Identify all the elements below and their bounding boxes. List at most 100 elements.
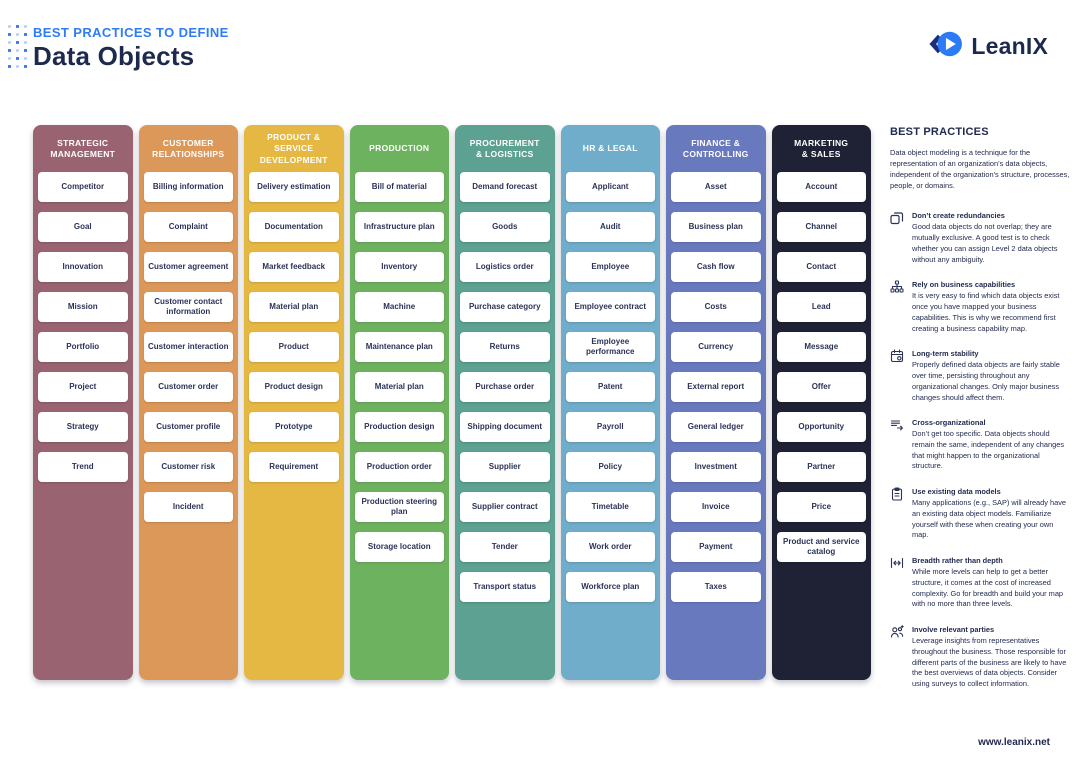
data-object-card: Trend — [38, 452, 128, 482]
data-object-card: Timetable — [565, 492, 655, 522]
data-object-card: Returns — [460, 332, 550, 362]
data-object-card: Currency — [671, 332, 761, 362]
data-object-card: Project — [38, 372, 128, 402]
column-title: STRATEGIC MANAGEMENT — [50, 137, 116, 159]
page-title: Data Objects — [33, 41, 195, 71]
tip-body: Leverage insights from representatives t… — [912, 636, 1067, 688]
data-object-card: Production order — [354, 452, 444, 482]
data-object-card: Billing information — [143, 172, 233, 202]
data-object-card: Tender — [460, 532, 550, 562]
tip-title: Long-term stability — [912, 349, 979, 359]
tip-body: Don’t get too specific. Data objects sho… — [912, 429, 1065, 471]
tip-title: Breadth rather than depth — [912, 556, 1003, 566]
data-object-card: Partner — [776, 452, 866, 482]
data-object-card: Account — [776, 172, 866, 202]
data-object-card: Supplier — [460, 452, 550, 482]
tip-title: Rely on business capabilities — [912, 280, 1016, 290]
overlap-icon — [890, 211, 904, 265]
data-object-card: Inventory — [354, 252, 444, 282]
data-object-card: Prototype — [249, 412, 339, 442]
data-object-card: Investment — [671, 452, 761, 482]
data-object-card: Requirement — [249, 452, 339, 482]
data-object-card: Policy — [565, 452, 655, 482]
dot — [16, 65, 19, 68]
best-practices-sidebar: BEST PRACTICES Data object modeling is a… — [890, 126, 1070, 705]
data-object-card: Employee contract — [565, 292, 655, 322]
dot — [8, 25, 11, 28]
data-object-card: Opportunity — [776, 412, 866, 442]
data-object-card: Material plan — [354, 372, 444, 402]
dot — [8, 33, 11, 36]
best-practices-heading: BEST PRACTICES — [890, 126, 989, 138]
data-object-card: Message — [776, 332, 866, 362]
dot-grid-decoration — [8, 25, 27, 68]
dot — [8, 57, 11, 60]
data-object-card: Offer — [776, 372, 866, 402]
data-object-card: Infrastructure plan — [354, 212, 444, 242]
data-object-card: Customer risk — [143, 452, 233, 482]
data-object-card: Channel — [776, 212, 866, 242]
data-object-card: Machine — [354, 292, 444, 322]
data-object-card: Applicant — [565, 172, 655, 202]
dot — [24, 49, 27, 52]
column-title: HR & LEGAL — [582, 143, 638, 154]
tip-title: Cross-organizational — [912, 418, 986, 428]
data-object-card: Price — [776, 492, 866, 522]
data-object-card: Invoice — [671, 492, 761, 522]
data-object-card: Purchase category — [460, 292, 550, 322]
tip-body: While more levels can help to get a bett… — [912, 567, 1064, 609]
data-object-card: Strategy — [38, 412, 128, 442]
data-object-card: Taxes — [671, 572, 761, 602]
data-object-card: General ledger — [671, 412, 761, 442]
data-object-card: External report — [671, 372, 761, 402]
dot — [16, 49, 19, 52]
data-object-card: Contact — [776, 252, 866, 282]
data-object-card: Customer order — [143, 372, 233, 402]
column-title: PRODUCT & SERVICE DEVELOPMENT — [259, 132, 328, 165]
data-object-card: Competitor — [38, 172, 128, 202]
data-object-card: Goods — [460, 212, 550, 242]
dot — [16, 41, 19, 44]
flow-arrow-icon — [890, 418, 904, 472]
poster-kicker: BEST PRACTICES TO DEFINE — [33, 25, 229, 40]
dot — [16, 25, 19, 28]
dot — [16, 33, 19, 36]
column-title: MARKETING & SALES — [794, 137, 849, 159]
dot — [8, 49, 11, 52]
column-title: PRODUCTION — [369, 143, 430, 154]
leanix-logo-text: LeanIX — [971, 33, 1048, 59]
data-object-card: Purchase order — [460, 372, 550, 402]
data-object-card: Production design — [354, 412, 444, 442]
tip-body: Good data objects do not overlap; they a… — [912, 222, 1058, 264]
data-object-card: Demand forecast — [460, 172, 550, 202]
data-object-card: Work order — [565, 532, 655, 562]
data-object-card: Payment — [671, 532, 761, 562]
data-object-card: Patent — [565, 372, 655, 402]
data-object-card: Payroll — [565, 412, 655, 442]
dot — [24, 41, 27, 44]
data-object-card: Bill of material — [354, 172, 444, 202]
dot — [8, 65, 11, 68]
data-object-card: Asset — [671, 172, 761, 202]
dot — [24, 57, 27, 60]
data-object-card: Production steering plan — [354, 492, 444, 522]
column-title: FINANCE & CONTROLLING — [682, 137, 749, 159]
